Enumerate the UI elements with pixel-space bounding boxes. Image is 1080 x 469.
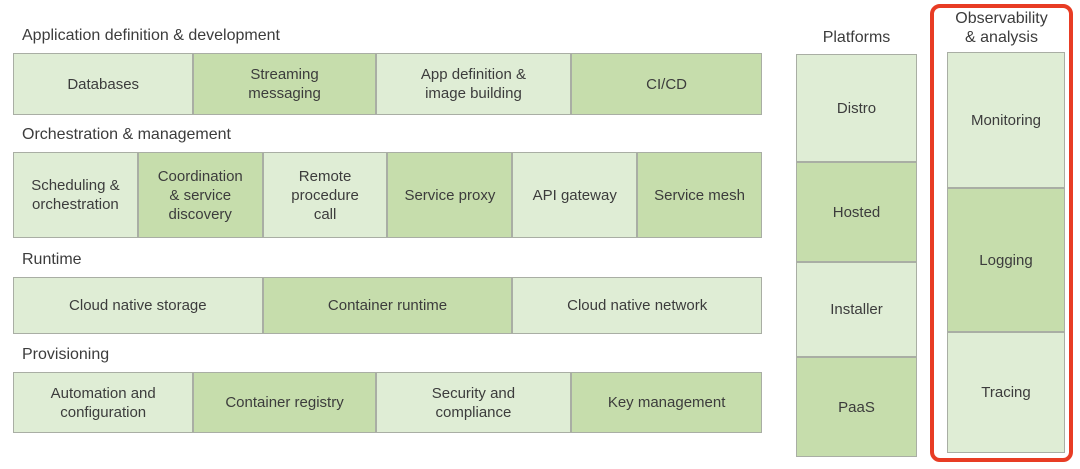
platforms-column: Distro Hosted Installer PaaS — [796, 54, 917, 457]
row-provisioning: Automation and configuration Container r… — [13, 372, 762, 433]
section-title-application-definition-development: Application definition & development — [22, 27, 280, 44]
box-scheduling-orchestration: Scheduling & orchestration — [13, 152, 138, 238]
box-service-mesh: Service mesh — [637, 152, 762, 238]
box-monitoring: Monitoring — [947, 52, 1065, 188]
box-databases: Databases — [13, 53, 194, 115]
observability-highlight-frame — [930, 4, 1073, 462]
section-title-orchestration-management: Orchestration & management — [22, 126, 231, 143]
box-ci-cd: CI/CD — [571, 53, 762, 115]
box-logging: Logging — [947, 188, 1065, 332]
box-container-runtime: Container runtime — [262, 277, 513, 334]
box-coordination-service-discovery: Coordination & service discovery — [137, 152, 263, 238]
observability-title: Observability & analysis — [955, 10, 1048, 46]
box-container-registry: Container registry — [193, 372, 376, 433]
box-streaming-messaging: Streaming messaging — [193, 53, 376, 115]
box-paas: PaaS — [796, 357, 917, 457]
box-cloud-native-network: Cloud native network — [512, 277, 763, 334]
box-installer: Installer — [796, 262, 917, 357]
box-cloud-native-storage: Cloud native storage — [13, 277, 263, 334]
box-automation-configuration: Automation and configuration — [13, 372, 194, 433]
row-runtime: Cloud native storage Container runtime C… — [13, 277, 763, 334]
box-remote-procedure-call: Remote procedure call — [262, 152, 388, 238]
section-title-runtime: Runtime — [22, 251, 82, 268]
platforms-title: Platforms — [822, 29, 891, 46]
section-title-provisioning: Provisioning — [22, 346, 110, 363]
box-api-gateway: API gateway — [512, 152, 638, 238]
box-tracing: Tracing — [947, 332, 1065, 453]
box-service-proxy: Service proxy — [387, 152, 513, 238]
row-orchestration-management: Scheduling & orchestration Coordination … — [13, 152, 762, 238]
row-application-definition-development: Databases Streaming messaging App defini… — [13, 53, 762, 115]
box-app-definition-image-building: App definition & image building — [375, 53, 572, 115]
box-hosted: Hosted — [796, 162, 917, 262]
box-key-management: Key management — [571, 372, 762, 433]
box-distro: Distro — [796, 54, 917, 162]
box-security-compliance: Security and compliance — [375, 372, 572, 433]
observability-column: Monitoring Logging Tracing — [947, 52, 1065, 453]
